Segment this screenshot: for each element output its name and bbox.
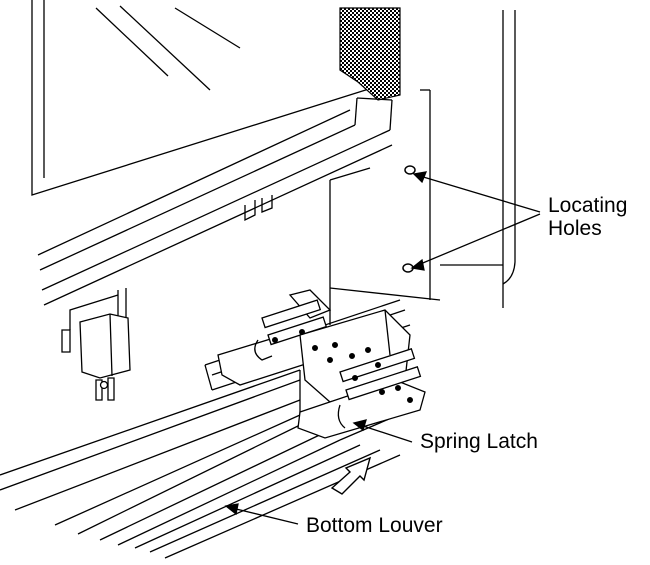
slide-direction-arrow-icon <box>332 458 370 494</box>
window-glass <box>32 0 372 195</box>
callout-leaders <box>226 172 540 524</box>
bracket-screws <box>272 329 413 403</box>
locating-holes <box>403 166 415 272</box>
right-hinge-bracket <box>298 310 425 438</box>
locating-holes-label-line2: Holes <box>548 217 602 240</box>
interlock-switch <box>62 288 130 400</box>
upper-frame-rails <box>38 98 392 305</box>
spring-latch-label: Spring Latch <box>420 430 538 453</box>
cabinet-side-panel <box>330 10 515 325</box>
left-hinge-bracket <box>218 290 330 385</box>
filter-screen <box>340 8 400 100</box>
locating-holes-label-line1: Locating <box>548 194 628 217</box>
bottom-louver-label: Bottom Louver <box>306 514 443 537</box>
